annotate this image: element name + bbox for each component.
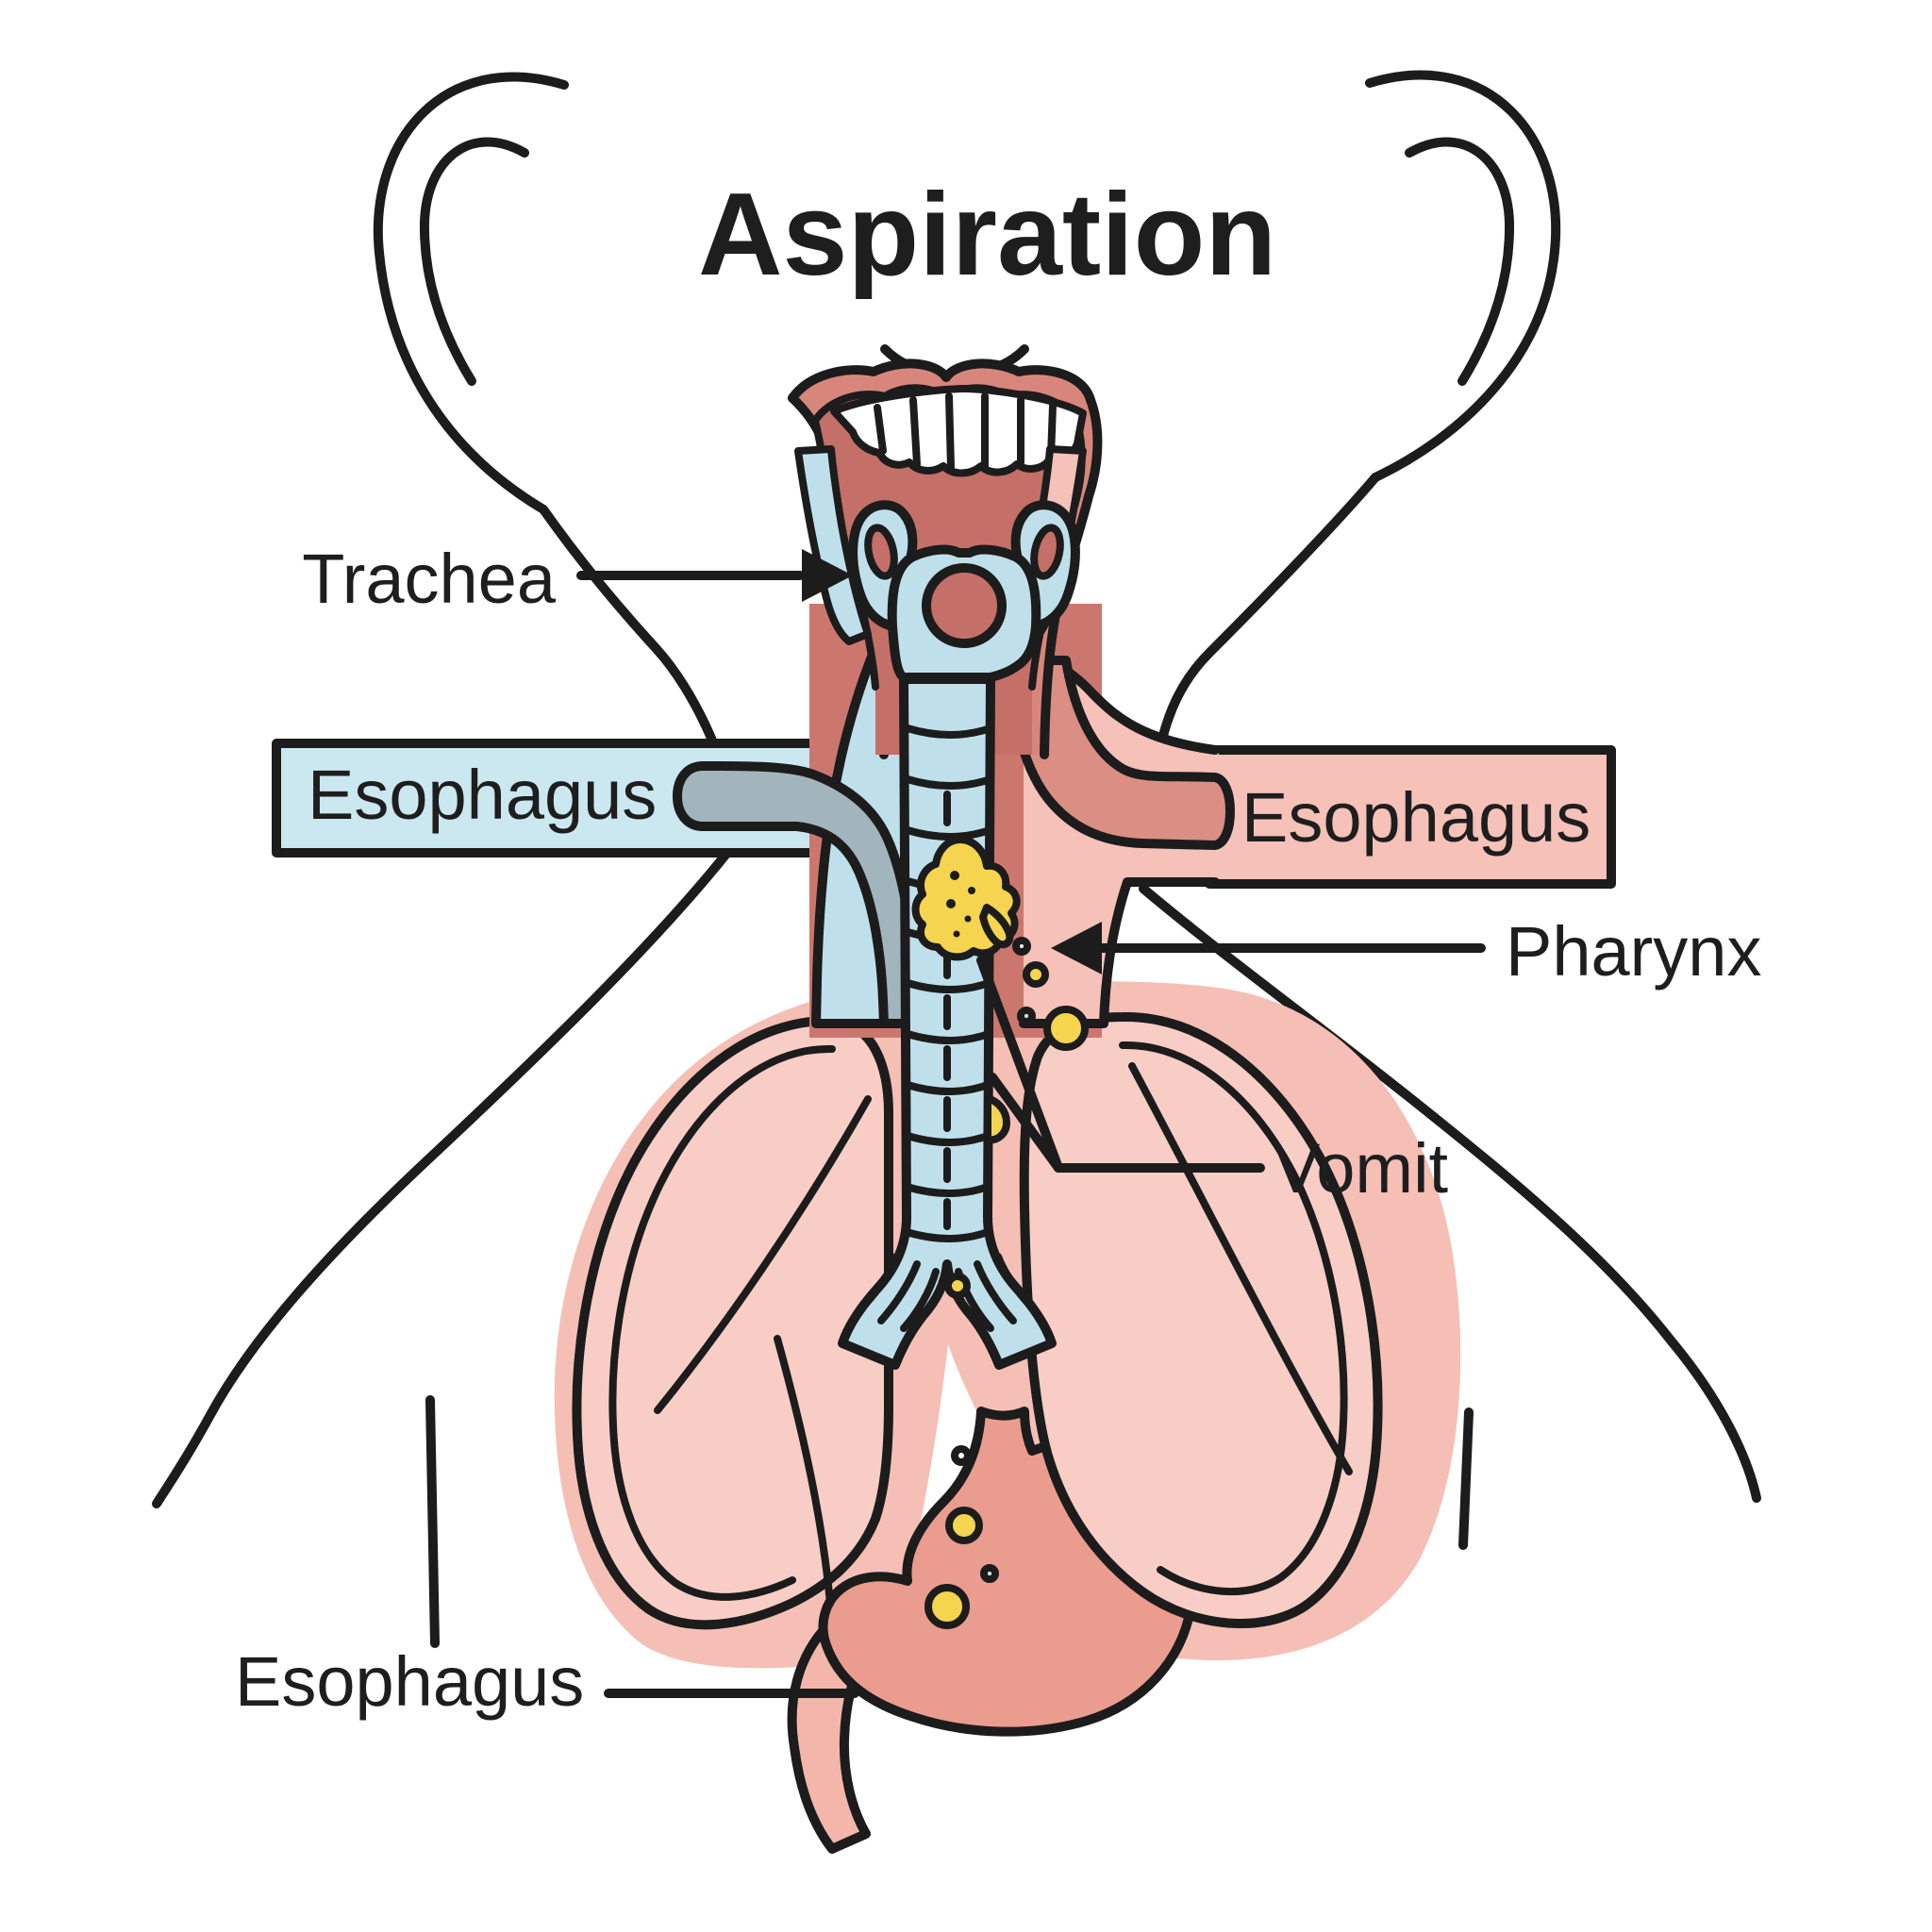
right-lung-inner-line xyxy=(1119,1041,1348,1596)
right-lung-fissure xyxy=(1128,1062,1353,1475)
right-shoulder-line xyxy=(1139,884,1761,1503)
gray-esophagus-tube xyxy=(673,761,918,1028)
right-esophagus-tube xyxy=(1012,656,1235,850)
right-body-line xyxy=(1458,1407,1474,1550)
esophagus-right-label: Esophagus xyxy=(1241,778,1591,857)
droplet-on-trachea xyxy=(984,1094,1010,1144)
left-lung xyxy=(572,1015,893,1630)
trachea-arrow xyxy=(576,549,853,602)
vomit-graphic xyxy=(911,836,1089,1629)
right-ear-icon xyxy=(1365,70,1561,482)
esophagus-bottom-label: Esophagus xyxy=(235,1642,585,1721)
larynx-right-horn-hole xyxy=(1030,524,1064,580)
droplet-1 xyxy=(1023,961,1049,988)
droplet-ring-4 xyxy=(980,1564,999,1583)
vomit-leader-line xyxy=(976,956,1265,1173)
droplet-4 xyxy=(945,1507,983,1544)
droplet-2 xyxy=(1043,1006,1089,1051)
pharynx-label: Pharynx xyxy=(1506,912,1762,991)
left-lung-fissure-2 xyxy=(774,1335,834,1607)
head-outline xyxy=(152,70,1761,1648)
left-lung-shape xyxy=(572,1015,893,1630)
left-esophagus-band-edge xyxy=(811,618,913,1028)
right-ear-inner-icon xyxy=(1405,137,1515,386)
vomit-label: Vomit xyxy=(1274,1129,1449,1208)
bronchi-striations xyxy=(857,1253,1038,1332)
droplet-5 xyxy=(924,1584,970,1629)
esophagus-left-label: Esophagus xyxy=(308,756,658,834)
left-lung-inner-line xyxy=(608,1044,836,1601)
larynx-left-horn-hole xyxy=(864,524,898,580)
left-jaw-line xyxy=(539,505,720,752)
leaders xyxy=(576,549,1486,1698)
droplet-ring-3 xyxy=(951,1445,972,1466)
left-ear-icon xyxy=(373,72,569,514)
left-shoulder-line xyxy=(152,849,731,1508)
page-title: Aspiration xyxy=(698,170,1277,300)
trachea-label: Trachea xyxy=(302,540,556,618)
pharynx-arrow xyxy=(1051,922,1486,974)
droplet-ring-1 xyxy=(1012,937,1031,956)
vomit-dots xyxy=(946,871,975,938)
mouth-left-blue-sliver xyxy=(794,445,872,645)
vomit-drip xyxy=(979,904,1014,949)
right-jaw-line xyxy=(1156,473,1380,752)
droplet-3 xyxy=(944,1273,971,1299)
left-ear-inner-icon xyxy=(419,137,529,386)
left-body-line xyxy=(425,1395,440,1648)
droplet-ring-2 xyxy=(1017,1007,1036,1025)
left-lung-fissure xyxy=(654,1095,872,1414)
larynx-opening xyxy=(922,563,1007,648)
